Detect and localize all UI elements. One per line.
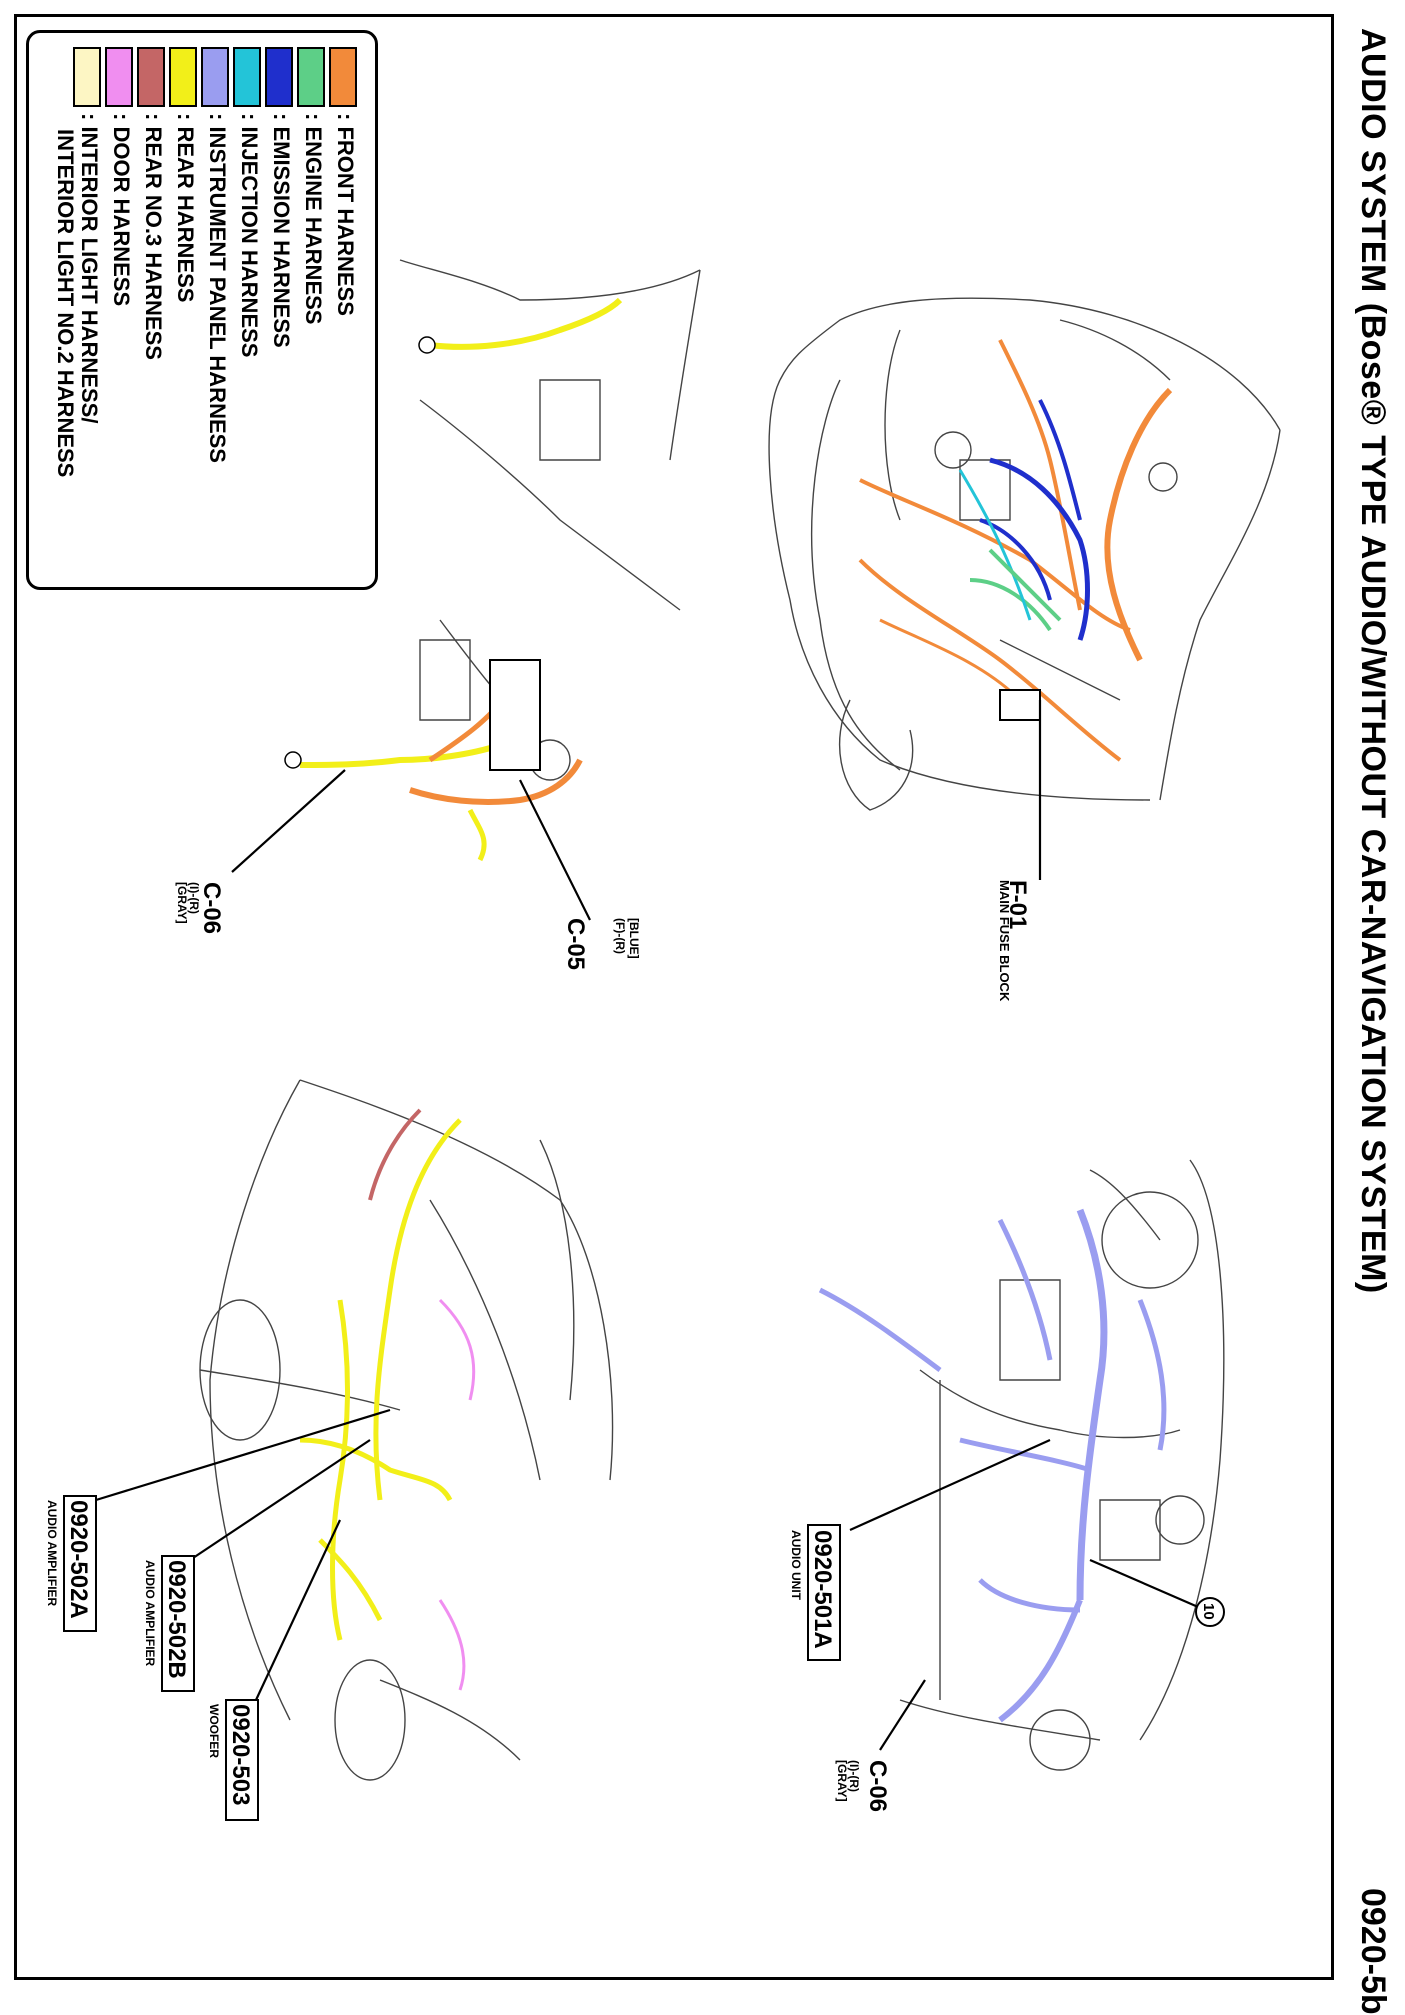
p502a-id: 0920-502A [65, 1500, 92, 1619]
instrument-panel-drawing [899, 1159, 1225, 1771]
door-area-harnesses [284, 297, 623, 862]
p501a-desc: AUDIO UNIT [789, 1530, 803, 1601]
legend-swatch-injection [233, 47, 261, 107]
c05-leader-line [519, 779, 591, 921]
connector-block-shape [489, 659, 541, 771]
c06-left-id: C-06 [198, 882, 225, 934]
legend-swatch-interior-light [73, 47, 101, 107]
c06-right-id: C-06 [864, 1760, 891, 1812]
p503-id: 0920-503 [227, 1704, 254, 1805]
c05-pins: (F)-(R) [613, 918, 627, 954]
legend-swatch-instrument-panel [201, 47, 229, 107]
p502a-box [63, 1495, 97, 1632]
p502b-desc: AUDIO AMPLIFIER [143, 1560, 157, 1667]
p502b-leader-line [189, 1439, 371, 1561]
engine-compartment-harnesses [858, 339, 1173, 762]
vehicle-body-drawing [199, 1079, 614, 1781]
legend-swatch-engine [297, 47, 325, 107]
c06-right-color: [GRAY] [835, 1760, 849, 1802]
engine-compartment-drawing [768, 297, 1281, 811]
c05-id: C-05 [562, 918, 589, 970]
p503-box [225, 1699, 259, 1821]
vehicle-body-harnesses [299, 1108, 476, 1691]
legend-swatch-rear-no3 [137, 47, 165, 107]
instrument-panel-harness [818, 1208, 1167, 1723]
legend-swatch-rear [169, 47, 197, 107]
c06-left-leader-line [231, 769, 346, 873]
c06-left-color: [GRAY] [175, 882, 189, 924]
diagram-frame [14, 14, 1334, 1980]
p503-desc: WOOFER [207, 1704, 221, 1758]
harness-color-legend: : FRONT HARNESS : ENGINE HARNESS : EMISS… [26, 30, 378, 590]
f01-id: F-01 [1004, 880, 1031, 929]
p503-leader-line [255, 1519, 341, 1701]
c06-left-pins: (I)-(R) [187, 882, 201, 914]
ref-10-label: 10 [1200, 1603, 1217, 1620]
p502b-box [161, 1555, 195, 1692]
c06-right-leader-line [879, 1679, 926, 1751]
p502a-desc: AUDIO AMPLIFIER [45, 1500, 59, 1607]
legend-swatch-emission [265, 47, 293, 107]
main-fuse-block-shape [999, 689, 1041, 721]
c06-right-pins: (I)-(R) [847, 1760, 861, 1792]
door-area-drawing [399, 259, 701, 781]
p501a-id: 0920-501A [809, 1530, 836, 1649]
legend-swatch-door [105, 47, 133, 107]
p502b-id: 0920-502B [163, 1560, 190, 1679]
ref-10-circle [1195, 1597, 1225, 1627]
c05-color: [BLUE] [627, 918, 641, 959]
p502a-leader-line [95, 1408, 391, 1502]
f01-desc: MAIN FUSE BLOCK [997, 880, 1012, 1002]
p501a-box [807, 1524, 841, 1661]
p501a-leader-line [849, 1438, 1051, 1532]
legend-swatch-front [329, 47, 357, 107]
ref10-leader-line [1089, 1558, 1206, 1612]
